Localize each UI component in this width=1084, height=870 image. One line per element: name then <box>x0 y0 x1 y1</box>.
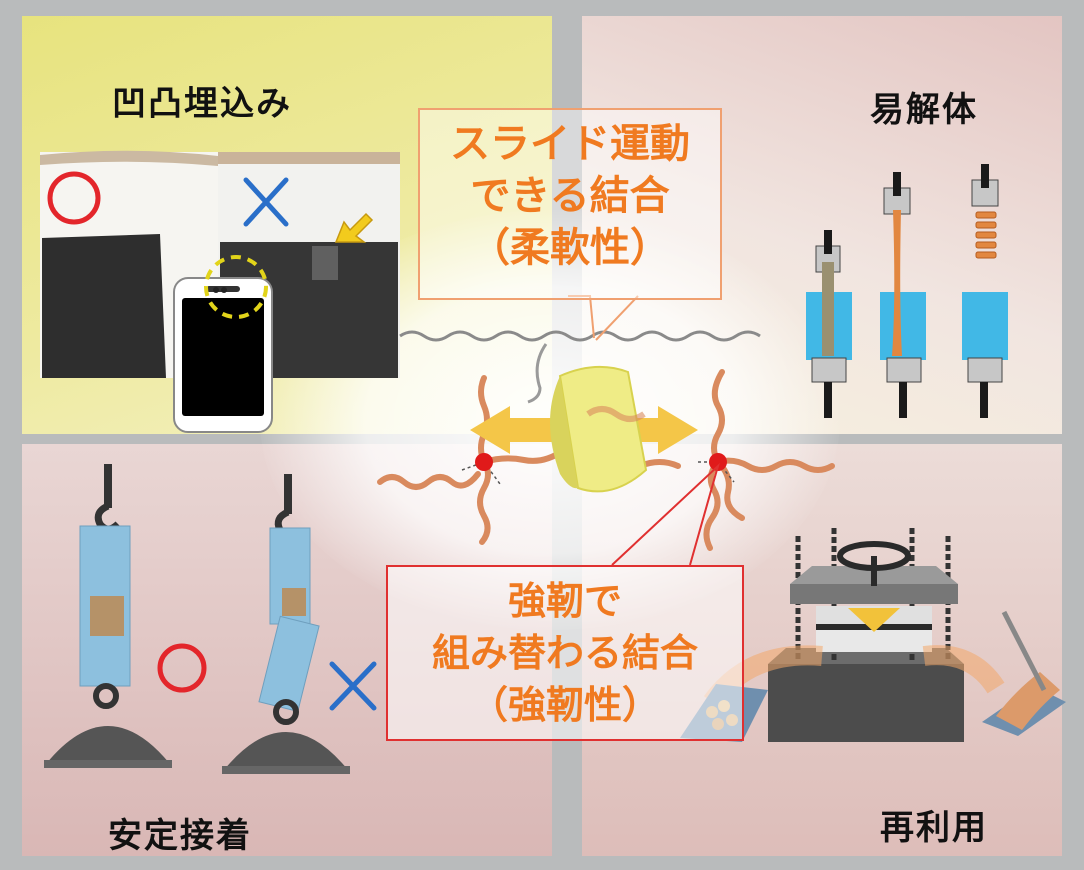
good-mark-icon <box>157 643 207 693</box>
crosslink-node-left <box>475 453 493 471</box>
callout-bottom-line1: 強靭で <box>507 579 622 623</box>
press-arrow-icon <box>848 608 900 632</box>
bad-mark-icon <box>329 661 377 711</box>
photo-gap <box>312 246 338 280</box>
embedding-photos <box>40 150 400 433</box>
label-embedding: 凹凸埋込み <box>112 84 292 124</box>
flow-arrow-out <box>922 645 1005 694</box>
thread-link <box>527 343 548 404</box>
specimen-3 <box>962 164 1008 418</box>
callout-top-line3: （柔軟性） <box>470 225 670 271</box>
backbone-chain <box>399 330 761 342</box>
callout-bottom-line2: 組み替わる結合 <box>431 631 698 675</box>
label-easy-dismantle: 易解体 <box>870 90 978 130</box>
callout-top-line2: できる結合 <box>470 173 670 219</box>
bad-mark-icon <box>243 177 289 227</box>
callout-bottom-pointer <box>611 462 720 566</box>
callout-sliding-bond: スライド運動 できる結合 （柔軟性） <box>418 108 722 300</box>
callout-top-pointer <box>568 295 595 339</box>
specimen-2 <box>880 172 926 418</box>
callout-tough-bond: 強靭で 組み替わる結合 （強靭性） <box>386 565 744 741</box>
callout-top-line1: スライド運動 <box>450 121 690 167</box>
label-stable-adhesion: 安定接着 <box>108 816 252 856</box>
lap-shear-bad <box>222 474 377 774</box>
callout-bottom-line3: （強靭性） <box>469 683 660 727</box>
weight-dome <box>224 732 348 770</box>
hot-press <box>768 528 964 742</box>
pointer-arrow-icon <box>334 212 374 243</box>
photo-good-panel <box>42 234 166 378</box>
highlight-circle <box>204 255 268 319</box>
good-mark-icon <box>47 171 101 225</box>
tweezers <box>1001 610 1047 692</box>
crosslink-node-right <box>709 453 727 471</box>
sliding-ring <box>550 365 648 493</box>
reformed-film <box>982 610 1066 736</box>
specimen-1 <box>806 230 852 418</box>
weight-dome <box>46 726 170 764</box>
label-reuse: 再利用 <box>880 808 988 848</box>
lap-shear-good <box>44 464 207 768</box>
smartphone-icon <box>173 277 273 433</box>
